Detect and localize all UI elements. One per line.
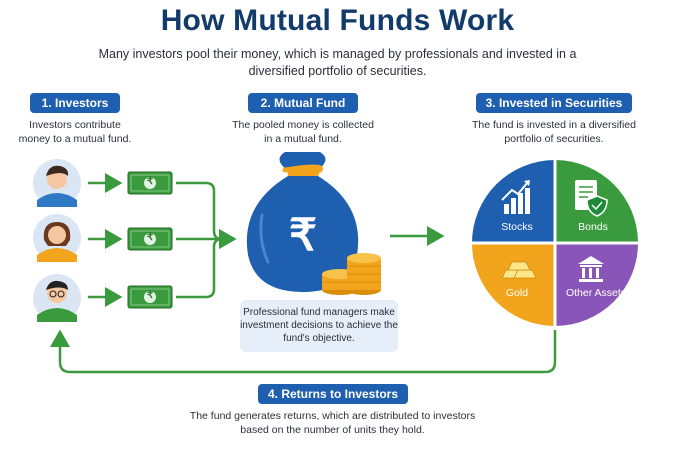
money-bill-2	[127, 227, 173, 251]
page-title: How Mutual Funds Work	[160, 4, 515, 37]
step-4-label: 4. Returns to Investors	[258, 384, 408, 404]
bar-chart-icon	[501, 180, 530, 214]
fund-manager-note: Professional fund managers make investme…	[240, 300, 398, 352]
securities-portfolio	[472, 160, 638, 326]
gold-bars-icon	[501, 261, 537, 279]
bank-building-icon	[578, 256, 604, 282]
rupee-icon: ₹	[146, 176, 154, 187]
investor-3-avatar	[33, 274, 81, 322]
step-2-desc: The pooled money is collected in a mutua…	[232, 119, 374, 145]
rupee-icon: ₹	[146, 290, 154, 301]
bag-rupee-icon: ₹	[289, 211, 317, 260]
step-1-label: 1. Investors	[30, 93, 120, 113]
step-3-label: 3. Invested in Securities	[476, 93, 632, 113]
stocks-label: Stocks	[501, 221, 533, 233]
money-bag-icon	[246, 152, 359, 292]
page-subtitle: Many investors pool their money, which i…	[98, 47, 577, 78]
quadrant-other-assets	[555, 243, 638, 326]
money-bill-3	[127, 285, 173, 309]
rupee-icon: ₹	[146, 232, 154, 243]
gold-coins-icon	[322, 253, 381, 295]
bonds-label: Bonds	[578, 221, 608, 233]
step-1-desc: Investors contribute money to a mutual f…	[18, 119, 132, 145]
document-shield-icon	[575, 180, 608, 217]
step-3-desc: The fund is invested in a diversified po…	[471, 119, 636, 145]
step-4-desc: The fund generates returns, which are di…	[189, 410, 476, 436]
investor-1-avatar	[33, 159, 81, 207]
investor-2-avatar	[33, 214, 81, 262]
money-bill-1	[127, 171, 173, 195]
step-2-label: 2. Mutual Fund	[248, 93, 358, 113]
gold-label: Gold	[505, 287, 529, 299]
quadrant-gold	[472, 243, 555, 326]
other-assets-label: Other Assets	[565, 287, 627, 299]
